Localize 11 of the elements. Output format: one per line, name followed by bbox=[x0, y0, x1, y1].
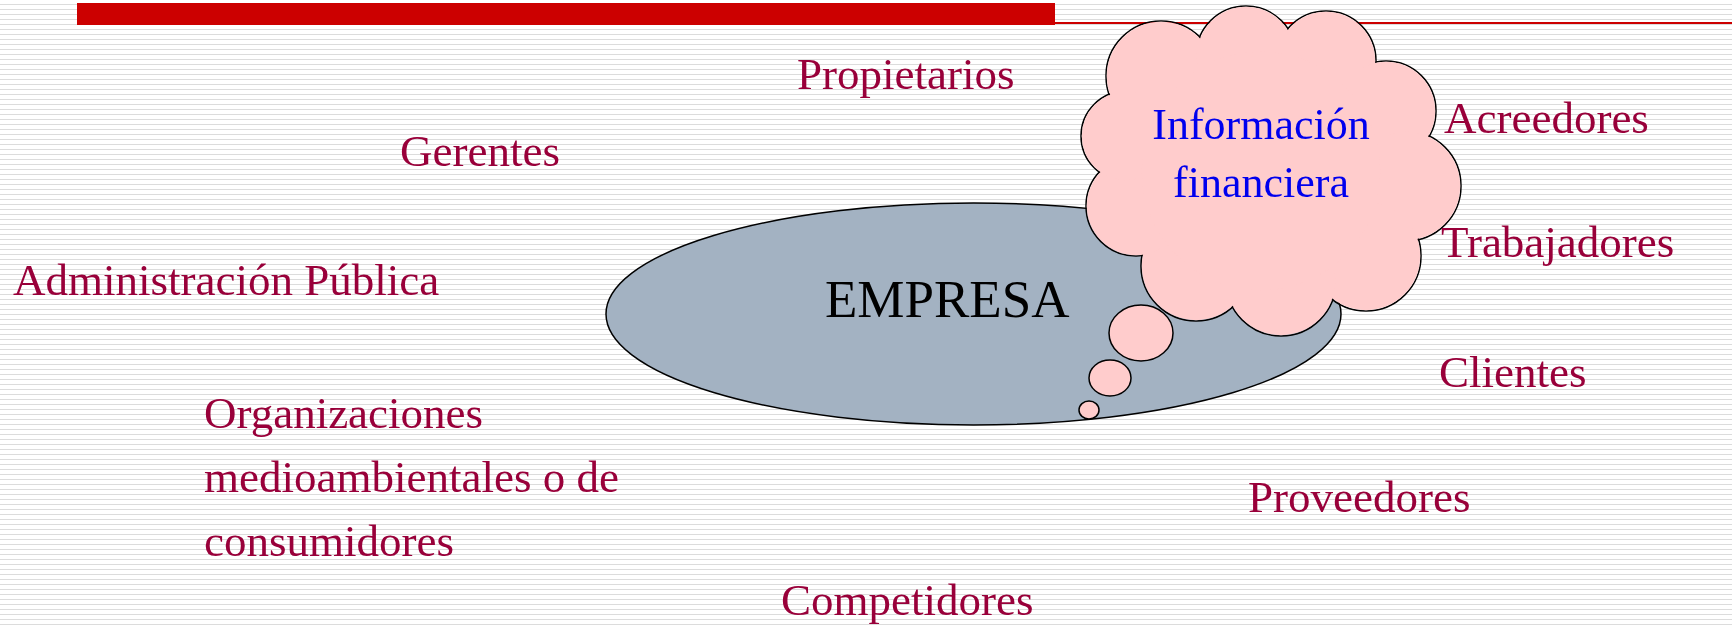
stakeholder-label: Administración Pública bbox=[13, 254, 440, 307]
company-text: EMPRESA bbox=[825, 269, 1070, 330]
stakeholder-label: Proveedores bbox=[1248, 471, 1471, 524]
stakeholder-label: Organizaciones medioambientales o de consumidores bbox=[204, 387, 620, 568]
stakeholder-label: Competidores bbox=[781, 574, 1034, 627]
stakeholder-label: Acreedores bbox=[1444, 92, 1649, 145]
stakeholder-label: Clientes bbox=[1439, 346, 1587, 399]
stakeholder-label: Trabajadores bbox=[1441, 216, 1675, 269]
stakeholder-label: Propietarios bbox=[797, 48, 1015, 101]
cloud-text: Información financiera bbox=[1151, 99, 1371, 209]
stakeholder-label: Gerentes bbox=[400, 125, 560, 178]
